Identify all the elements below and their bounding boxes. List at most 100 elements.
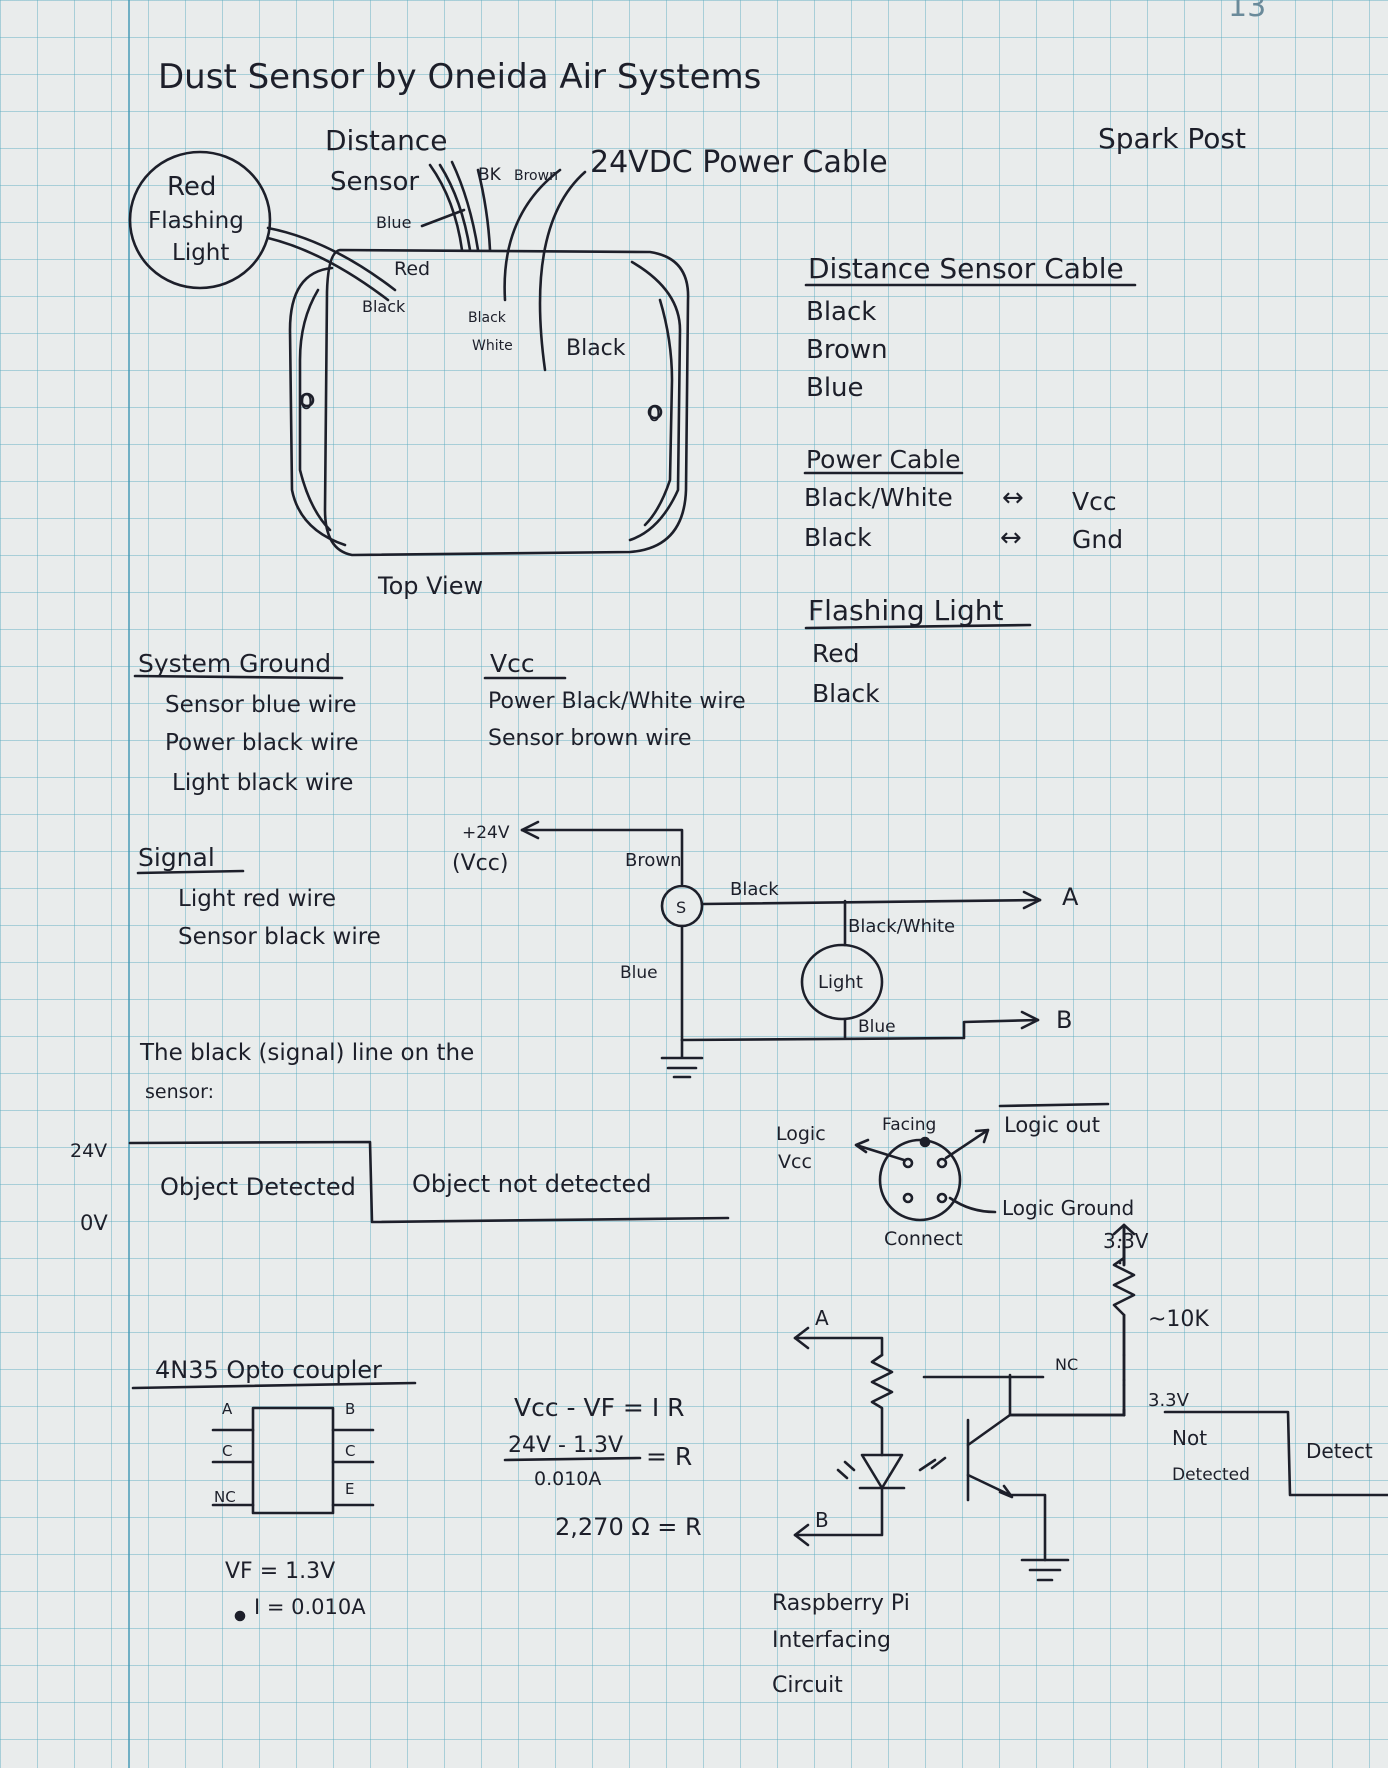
light-symbol xyxy=(800,943,884,1021)
light-label-red: Red xyxy=(167,172,216,202)
interface-output-high: 3.3V xyxy=(1148,1390,1190,1411)
schematic-supply-vcc: (Vcc) xyxy=(452,851,508,876)
flashing-light-circle xyxy=(128,150,272,290)
wire-label-red: Red xyxy=(394,258,430,280)
flashing-light-heading: Flashing Light xyxy=(808,594,1003,627)
signal-heading: Signal xyxy=(138,843,215,872)
connector-logic-vcc-2: Vcc xyxy=(778,1151,812,1173)
opto-pin-left-3: NC xyxy=(214,1488,236,1506)
light-label-light: Light xyxy=(172,240,229,266)
interface-nc-label: NC xyxy=(1055,1355,1078,1374)
opto-forward-voltage: VF = 1.3V xyxy=(225,1559,335,1584)
wire-label-blue: Blue xyxy=(376,213,411,232)
power-row-1-signal: Vcc xyxy=(1072,487,1117,516)
schematic-output-a: A xyxy=(1062,883,1079,911)
power-row-2-signal: Gnd xyxy=(1072,525,1123,554)
signal-item-1: Light red wire xyxy=(178,886,336,912)
vcc-item-1: Power Black/White wire xyxy=(488,689,746,714)
power-row-1-arrow: ↔ xyxy=(1002,483,1024,513)
interface-supply-label: 3.3V xyxy=(1103,1229,1149,1253)
connector-connect: Connect xyxy=(884,1228,963,1250)
equation-line-1: Vcc - VF = I R xyxy=(514,1393,685,1422)
vcc-heading: Vcc xyxy=(490,649,535,678)
wire-label-black-white-1: Black xyxy=(468,310,507,326)
wire-label-black-right: Black xyxy=(566,336,626,361)
interface-caption-3: Circuit xyxy=(772,1673,843,1698)
schematic-supply-24v: +24V xyxy=(462,823,510,843)
distance-sensor-label-2: Sensor xyxy=(330,167,419,197)
distance-sensor-label-1: Distance xyxy=(325,124,447,157)
schematic-black-white: Black/White xyxy=(848,916,955,937)
opto-pin-right-3: E xyxy=(345,1480,354,1498)
system-ground-heading: System Ground xyxy=(138,649,331,678)
interface-output-detect: Detect xyxy=(1306,1439,1373,1463)
opto-current: I = 0.010A xyxy=(254,1595,366,1619)
light-label-flashing: Flashing xyxy=(148,208,244,234)
distance-sensor-cable-heading: Distance Sensor Cable xyxy=(808,252,1124,285)
power-row-2-wire: Black xyxy=(804,523,872,552)
waveform-note-1: The black (signal) line on the xyxy=(139,1040,474,1066)
schematic-brown: Brown xyxy=(625,850,682,871)
interface-input-b: B xyxy=(815,1508,829,1532)
wire-label-black: Black xyxy=(362,297,406,316)
top-view-caption: Top View xyxy=(377,572,483,600)
flashing-light-item-1: Red xyxy=(812,639,860,668)
waveform-low-label: 0V xyxy=(80,1211,108,1235)
signal-waveform xyxy=(128,1140,730,1224)
power-row-2-arrow: ↔ xyxy=(1000,523,1022,553)
waveform-detected: Object Detected xyxy=(160,1173,356,1201)
interface-input-a: A xyxy=(815,1306,829,1330)
waveform-not-detected: Object not detected xyxy=(412,1170,652,1198)
interface-output-detected: Detected xyxy=(1172,1465,1250,1485)
signal-item-2: Sensor black wire xyxy=(178,924,381,950)
connector-logic-vcc-1: Logic xyxy=(776,1123,826,1145)
interface-resistor-label: ~10K xyxy=(1148,1307,1209,1332)
system-ground-item-2: Power black wire xyxy=(165,730,359,756)
schematic-output-b: B xyxy=(1056,1006,1072,1034)
wire-label-black-white-2: White xyxy=(472,338,513,354)
sensor-schematic-lines xyxy=(520,820,1042,1079)
opto-pin-left-1: A xyxy=(222,1400,233,1418)
wire-label-brown: Brown xyxy=(514,168,558,184)
distance-cable-item-3: Blue xyxy=(806,373,864,403)
interface-circuit xyxy=(793,1223,1388,1582)
optocoupler-body xyxy=(211,1406,375,1622)
connector-facing: Facing xyxy=(882,1115,936,1135)
equation-equals-r: = R xyxy=(646,1442,692,1471)
system-ground-item-3: Light black wire xyxy=(172,770,353,796)
mount-hole-left xyxy=(299,392,315,408)
distance-cable-item-2: Brown xyxy=(806,335,888,365)
schematic-blue-right: Blue xyxy=(858,1017,896,1037)
opto-pin-right-2: C xyxy=(345,1442,355,1460)
equation-result: 2,270 Ω = R xyxy=(555,1513,702,1541)
opto-pin-right-1: B xyxy=(345,1400,355,1418)
connector-drawing xyxy=(854,1102,1110,1222)
interface-output-not: Not xyxy=(1172,1426,1207,1450)
mount-hole-label-right: 0 xyxy=(648,402,661,426)
power-row-1-wire: Black/White xyxy=(804,483,953,512)
waveform-note-2: sensor: xyxy=(145,1081,214,1103)
power-cable-heading: Power Cable xyxy=(806,445,961,474)
equation-denominator: 0.010A xyxy=(534,1468,601,1490)
margin-line xyxy=(128,0,130,1768)
schematic-black: Black xyxy=(730,879,779,900)
schematic-light: Light xyxy=(818,972,863,993)
flashing-light-item-2: Black xyxy=(812,679,880,708)
mount-hole-right xyxy=(647,404,663,420)
equation-numerator: 24V - 1.3V xyxy=(508,1433,623,1458)
waveform-high-label: 24V xyxy=(70,1140,107,1162)
vcc-item-2: Sensor brown wire xyxy=(488,726,692,751)
interface-caption-2: Interfacing xyxy=(772,1628,891,1653)
page-number: 13 xyxy=(1228,0,1266,24)
page-title: Dust Sensor by Oneida Air Systems xyxy=(158,57,761,97)
schematic-sensor-symbol-label: S xyxy=(676,898,686,917)
power-cable-label: 24VDC Power Cable xyxy=(590,145,888,180)
mount-hole-label-left: 0 xyxy=(300,390,313,414)
connector-logic-out: Logic out xyxy=(1004,1113,1100,1137)
author-name: Spark Post xyxy=(1098,122,1246,155)
sensor-housing-drawing xyxy=(288,248,690,557)
system-ground-item-1: Sensor blue wire xyxy=(165,692,356,718)
interface-caption-1: Raspberry Pi xyxy=(772,1591,910,1616)
